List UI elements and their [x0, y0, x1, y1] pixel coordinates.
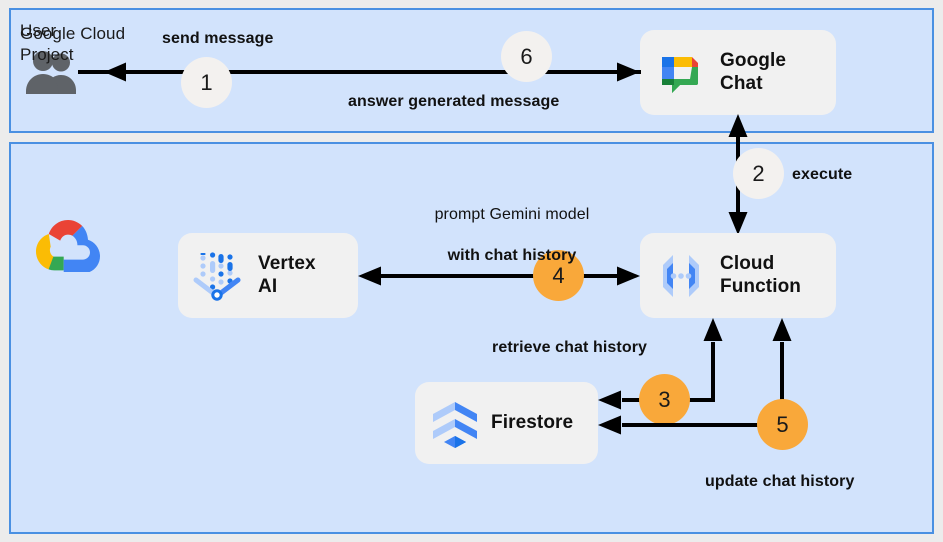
step-badge-3: 3 — [639, 374, 690, 425]
card-cloud-function-label: Cloud Function — [720, 252, 802, 297]
panel-user-title: User — [20, 21, 57, 40]
flow-label-prompt-gemini-line2: with chat history — [447, 247, 577, 265]
vertex-ai-logo-icon — [192, 249, 246, 303]
card-google-chat-label: Google Chat — [720, 49, 787, 94]
flow-label-update-chat-history: update chat history — [705, 473, 855, 490]
card-cloud-function[interactable]: Cloud Function — [640, 233, 836, 318]
flow-label-prompt-gemini-model: prompt Gemini model with chat history — [410, 185, 614, 287]
step-badge-5: 5 — [757, 399, 808, 450]
card-firestore[interactable]: Firestore — [415, 382, 598, 464]
users-icon — [26, 51, 76, 94]
card-vertex-ai[interactable]: Vertex AI — [178, 233, 358, 318]
flow-label-execute: execute — [792, 166, 853, 183]
step-badge-1: 1 — [181, 57, 232, 108]
flow-label-answer-generated-message: answer generated message — [348, 93, 560, 110]
card-firestore-label: Firestore — [491, 411, 574, 433]
step-badge-4: 4 — [533, 250, 584, 301]
google-cloud-logo-icon — [36, 220, 100, 272]
card-vertex-ai-label: Vertex AI — [258, 252, 316, 297]
cloud-functions-logo-icon — [654, 249, 708, 303]
flow-label-send-message: send message — [162, 30, 274, 47]
card-google-chat[interactable]: Google Chat — [640, 30, 836, 115]
panel-google-cloud-project-title: Google Cloud Project — [20, 24, 126, 64]
step-badge-2: 2 — [733, 148, 784, 199]
step-badge-6: 6 — [501, 31, 552, 82]
firestore-logo-icon — [429, 397, 481, 449]
flow-label-prompt-gemini-line1: prompt Gemini model — [434, 206, 590, 224]
arrow-step-6-to-google-chat — [78, 62, 640, 82]
flow-label-retrieve-chat-history: retrieve chat history — [492, 339, 648, 356]
google-chat-logo-icon — [654, 47, 706, 99]
